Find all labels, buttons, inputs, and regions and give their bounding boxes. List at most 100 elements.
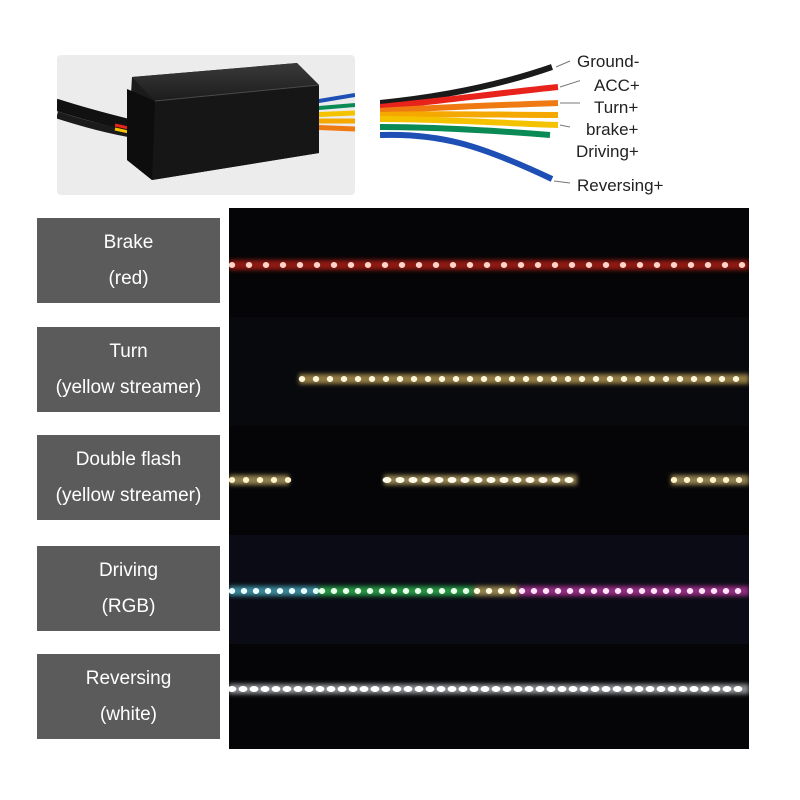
led-dot <box>337 686 347 692</box>
wire-label-turn: Turn+ <box>594 98 639 117</box>
mode-label-brake: Brake (red) <box>37 218 220 303</box>
wire-ground <box>380 64 553 106</box>
led-dot <box>466 262 474 268</box>
led-dot <box>564 477 574 483</box>
led-dot <box>602 588 610 594</box>
led-dot <box>249 686 259 692</box>
led-dot <box>626 588 634 594</box>
led-dot <box>542 588 550 594</box>
led-dot <box>678 686 688 692</box>
led-dot <box>722 686 732 692</box>
mode-name: Double flash <box>75 448 182 470</box>
led-strip-panel <box>229 208 749 749</box>
led-dot <box>738 262 746 268</box>
led-dot <box>242 477 250 483</box>
mode-name: Driving <box>98 559 159 581</box>
led-dot <box>700 686 710 692</box>
led-dot <box>414 686 424 692</box>
led-glow <box>229 586 319 596</box>
led-dot <box>340 376 348 382</box>
led-dot <box>676 376 684 382</box>
led-dot <box>403 686 413 692</box>
wire-label-ground: Ground- <box>577 52 640 71</box>
led-dot <box>535 686 545 692</box>
led-dot <box>525 477 535 483</box>
led-dot <box>382 376 390 382</box>
led-dot <box>590 588 598 594</box>
led-strip-driving <box>229 535 749 644</box>
led-glow <box>519 586 749 596</box>
led-dot <box>271 686 281 692</box>
led-dot <box>509 588 517 594</box>
led-dot <box>634 376 642 382</box>
led-dot <box>414 588 422 594</box>
led-dot <box>330 588 338 594</box>
led-dot <box>342 588 350 594</box>
mode-label-turn: Turn (yellow streamer) <box>37 327 220 412</box>
led-dot <box>279 262 287 268</box>
led-dot <box>458 686 468 692</box>
led-dot <box>722 588 730 594</box>
led-dot <box>513 686 523 692</box>
led-dot <box>447 477 457 483</box>
mode-name: Turn <box>109 340 148 362</box>
led-dot <box>579 686 589 692</box>
led-dot <box>354 376 362 382</box>
led-dot <box>690 376 698 382</box>
led-dot <box>538 477 548 483</box>
led-dot <box>551 477 561 483</box>
led-dot <box>578 376 586 382</box>
led-dot <box>466 376 474 382</box>
led-dot <box>368 376 376 382</box>
led-dot <box>522 376 530 382</box>
led-dot <box>304 686 314 692</box>
led-dot <box>415 262 423 268</box>
led-dot <box>650 588 658 594</box>
wire-label-acc: ACC+ <box>594 76 640 95</box>
led-dot <box>612 686 622 692</box>
led-dot <box>408 477 418 483</box>
led-dot <box>486 477 496 483</box>
led-dot <box>718 376 726 382</box>
led-dot <box>711 686 721 692</box>
led-dot <box>648 376 656 382</box>
led-dot <box>689 686 699 692</box>
led-dot <box>449 262 457 268</box>
wire-turn <box>380 100 559 114</box>
led-dot <box>592 376 600 382</box>
led-dot <box>551 262 559 268</box>
led-dot <box>568 262 576 268</box>
mode-name: Reversing <box>85 667 172 689</box>
mode-color: (yellow streamer) <box>55 484 202 506</box>
led-dot <box>270 477 278 483</box>
led-dot <box>438 376 446 382</box>
led-dot <box>653 262 661 268</box>
led-dot <box>298 376 306 382</box>
led-dot <box>262 262 270 268</box>
led-dot <box>473 477 483 483</box>
led-dot <box>494 376 502 382</box>
led-dot <box>462 588 470 594</box>
led-dot <box>606 376 614 382</box>
led-strip-double-flash <box>229 426 749 535</box>
led-dot <box>512 477 522 483</box>
led-dot <box>240 588 248 594</box>
led-dot <box>602 262 610 268</box>
led-dot <box>313 262 321 268</box>
led-dot <box>534 262 542 268</box>
led-dot <box>395 477 405 483</box>
wire-orange <box>380 111 559 118</box>
led-dot <box>398 262 406 268</box>
wire-brake <box>380 116 559 128</box>
led-strip-reversing <box>229 644 749 753</box>
led-dot <box>614 588 622 594</box>
led-dot <box>530 588 538 594</box>
led-dot <box>480 686 490 692</box>
led-strip-reversing-image <box>229 684 749 694</box>
led-dot <box>620 376 628 382</box>
led-dot <box>425 686 435 692</box>
led-dot <box>330 262 338 268</box>
led-dot <box>546 686 556 692</box>
led-dot <box>366 588 374 594</box>
led-dot <box>686 588 694 594</box>
